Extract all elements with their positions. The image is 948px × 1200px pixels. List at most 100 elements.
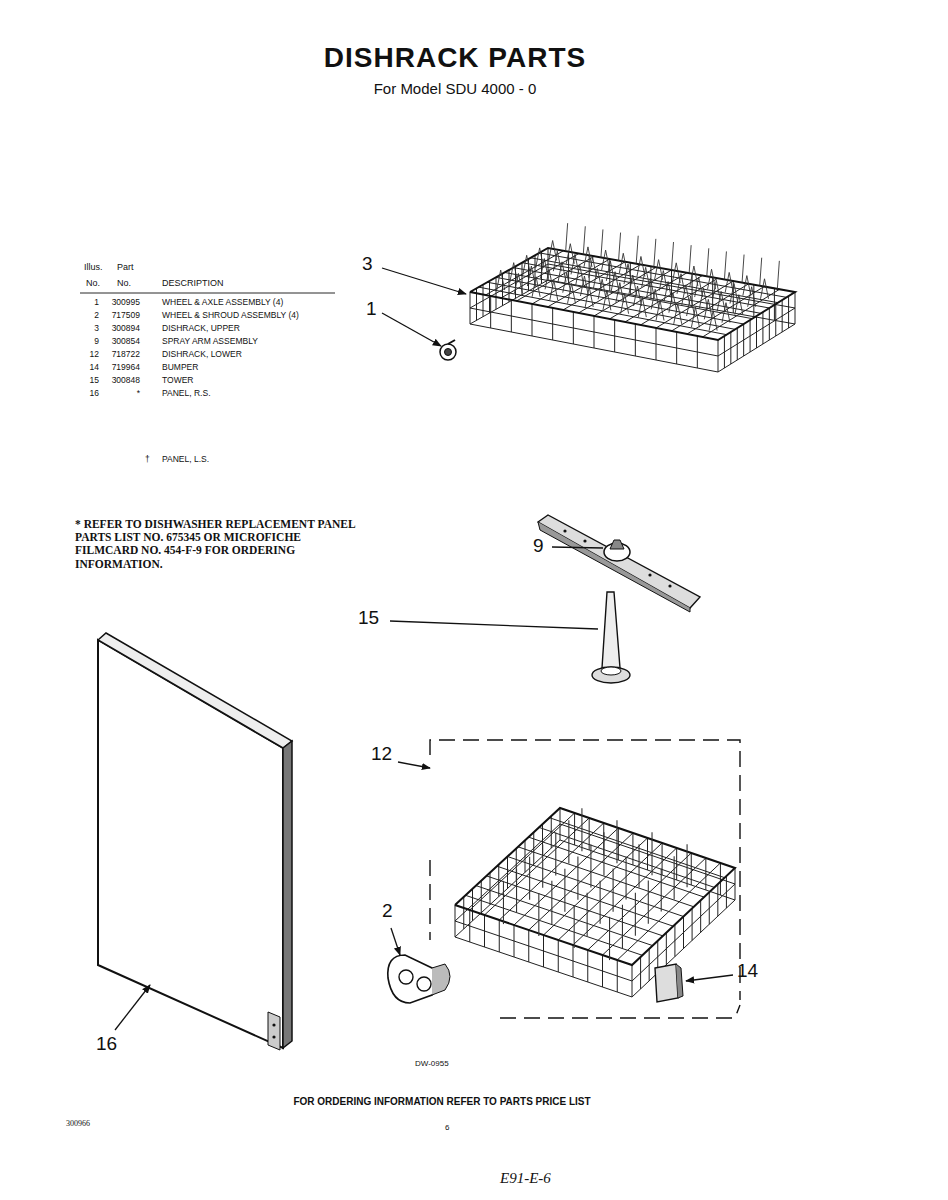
upper-dishrack-stroke	[594, 316, 595, 348]
upper-dishrack-stroke	[750, 320, 751, 352]
lower-dishrack-stroke	[568, 820, 569, 863]
lower-dishrack-stroke	[573, 848, 677, 945]
lower-dishrack-stroke	[555, 832, 556, 875]
table-cell: BUMPER	[162, 363, 198, 373]
lower-dishrack-stroke	[692, 908, 693, 940]
upper-dishrack-stroke	[523, 255, 531, 275]
lower-dishrack-stroke	[647, 838, 648, 870]
lower-dishrack	[455, 808, 735, 997]
bumper-stroke	[655, 964, 678, 1002]
upper-dishrack-stroke	[470, 248, 795, 340]
upper-dishrack-stroke	[532, 304, 533, 336]
upper-dishrack-stroke	[777, 261, 779, 289]
callout-number: 2	[382, 900, 393, 922]
callout-number: 1	[366, 298, 377, 320]
table-header: DESCRIPTION	[162, 278, 224, 288]
upper-dishrack-stroke	[669, 293, 677, 313]
wheel-shroud-stroke	[388, 955, 439, 1003]
leader-lines-stroke	[398, 762, 430, 768]
wheel-shroud-stroke	[417, 977, 431, 991]
lower-dishrack-stroke	[485, 818, 590, 915]
upper-dishrack-stroke	[743, 276, 751, 296]
wheel-axle	[440, 340, 456, 360]
upper-dishrack-stroke	[558, 262, 566, 282]
upper-dishrack-stroke	[672, 263, 680, 283]
upper-dishrack-stroke	[514, 273, 522, 293]
upper-dishrack-stroke	[624, 264, 632, 284]
upper-dishrack-stroke	[576, 265, 584, 285]
dashed-bracket	[430, 740, 740, 1018]
lower-dishrack-stroke	[543, 935, 544, 967]
lower-dishrack-stroke	[617, 863, 720, 960]
table-cell: TOWER	[162, 376, 193, 386]
table-cell: 2	[94, 311, 99, 321]
lower-dishrack-stroke	[516, 869, 517, 912]
upper-dishrack-stroke	[775, 304, 776, 336]
upper-dishrack-stroke	[691, 307, 699, 327]
lower-dishrack-stroke	[649, 949, 650, 981]
upper-dishrack-stroke	[674, 304, 682, 324]
table-cell: WHEEL & SHROUD ASSEMBLY (4)	[162, 311, 299, 321]
upper-dishrack-stroke	[606, 261, 614, 281]
leader-lines	[80, 268, 733, 1030]
wheel-shroud	[388, 955, 450, 1003]
upper-dishrack-stroke	[707, 248, 709, 276]
upper-dishrack-stroke	[568, 284, 576, 304]
replacement-panel-stroke	[272, 1023, 275, 1026]
lower-dishrack-stroke	[587, 893, 588, 936]
lower-dishrack-stroke	[651, 832, 652, 875]
lower-dishrack-stroke	[720, 863, 721, 895]
upper-dishrack-stroke	[656, 328, 657, 360]
upper-dishrack-stroke	[511, 300, 512, 332]
callout-number: 16	[96, 1033, 117, 1055]
upper-dishrack-stroke	[621, 294, 629, 314]
upper-dishrack-stroke	[635, 324, 636, 356]
lower-dishrack-stroke	[455, 808, 735, 965]
upper-dishrack-stroke	[619, 233, 621, 261]
wheel-axle-stroke	[445, 349, 452, 356]
leader-lines-stroke	[382, 313, 441, 346]
upper-dishrack-stroke	[489, 281, 490, 313]
table-cell: 16	[90, 389, 99, 399]
upper-dishrack-stroke	[656, 281, 733, 328]
upper-dishrack-stroke	[583, 226, 585, 254]
upper-dishrack-stroke	[769, 308, 770, 340]
table-header: Illus.	[84, 262, 103, 272]
table-cell: 14	[90, 363, 99, 373]
upper-dishrack-stroke	[601, 229, 603, 257]
upper-dishrack-stroke	[553, 251, 561, 271]
spray-arm-stroke	[583, 539, 586, 542]
table-header: No.	[117, 278, 131, 288]
table-cell: 717509	[112, 311, 140, 321]
lower-dishrack-stroke	[632, 884, 735, 981]
lower-dishrack-stroke	[590, 844, 591, 887]
upper-dishrack-stroke	[656, 300, 664, 320]
upper-dishrack-stroke	[552, 308, 553, 340]
upper-dishrack-stroke	[634, 286, 642, 306]
upper-dishrack-stroke	[510, 263, 518, 283]
upper-dishrack-stroke	[566, 244, 574, 264]
leader-lines-stroke	[115, 985, 150, 1030]
lower-dishrack-stroke	[691, 853, 692, 885]
upper-dishrack-stroke	[619, 253, 627, 273]
upper-dishrack-stroke	[548, 262, 626, 307]
upper-dishrack-stroke	[697, 336, 698, 368]
table-cell: 12	[90, 350, 99, 360]
lower-dishrack-stroke	[600, 881, 601, 924]
spray-arm-stroke	[648, 573, 651, 576]
lower-dishrack-stroke	[726, 876, 727, 908]
upper-dishrack-stroke	[722, 303, 730, 323]
replacement-panel-stroke	[272, 1035, 275, 1038]
lower-dishrack-stroke	[499, 920, 500, 952]
wheel-axle-stroke	[440, 344, 456, 360]
upper-dishrack-stroke	[536, 248, 544, 268]
upper-dishrack-stroke	[532, 277, 540, 297]
table-cell: DISHRACK, LOWER	[162, 350, 242, 360]
upper-dishrack-stroke	[646, 278, 654, 298]
lower-dishrack-stroke	[603, 858, 706, 955]
lower-dishrack-stroke	[514, 828, 618, 925]
document-number: 300966	[66, 1119, 90, 1128]
page-number: 6	[445, 1123, 449, 1132]
lower-dishrack-stroke	[455, 824, 560, 921]
upper-dishrack-stroke	[611, 272, 619, 292]
